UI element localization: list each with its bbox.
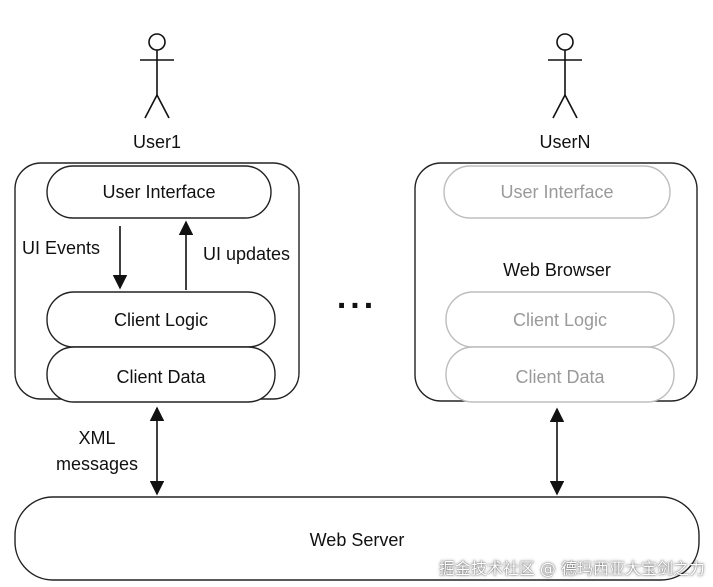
user1-figure-icon	[140, 33, 174, 119]
user-interface-box-right	[443, 165, 671, 219]
user-interface-box-left	[46, 165, 272, 219]
usern-label: UserN	[539, 132, 590, 152]
ellipsis: ...	[337, 278, 377, 316]
user1-label: User1	[133, 132, 181, 152]
web-server-box	[14, 496, 700, 581]
client-data-label-left: Client Data	[116, 367, 206, 387]
user-interface-label-right: User Interface	[500, 182, 613, 202]
watermark-text: 掘金技术社区 @ 德玛西亚大宝剑之力	[438, 559, 705, 578]
client-logic-label-right: Client Logic	[513, 310, 607, 330]
client-data-box-left	[46, 346, 276, 403]
web-server-label: Web Server	[310, 530, 405, 550]
usern-figure-icon	[548, 33, 582, 119]
user-interface-label-left: User Interface	[102, 182, 215, 202]
ui-updates-label: UI updates	[203, 244, 290, 264]
xml-label-line2: messages	[56, 454, 138, 474]
xml-label-line1: XML	[78, 428, 115, 448]
client-data-label-right: Client Data	[515, 367, 605, 387]
ui-events-label: UI Events	[22, 238, 100, 258]
client-logic-label-left: Client Logic	[114, 310, 208, 330]
web-browser-label: Web Browser	[503, 260, 611, 280]
client-data-box-right	[445, 346, 675, 403]
